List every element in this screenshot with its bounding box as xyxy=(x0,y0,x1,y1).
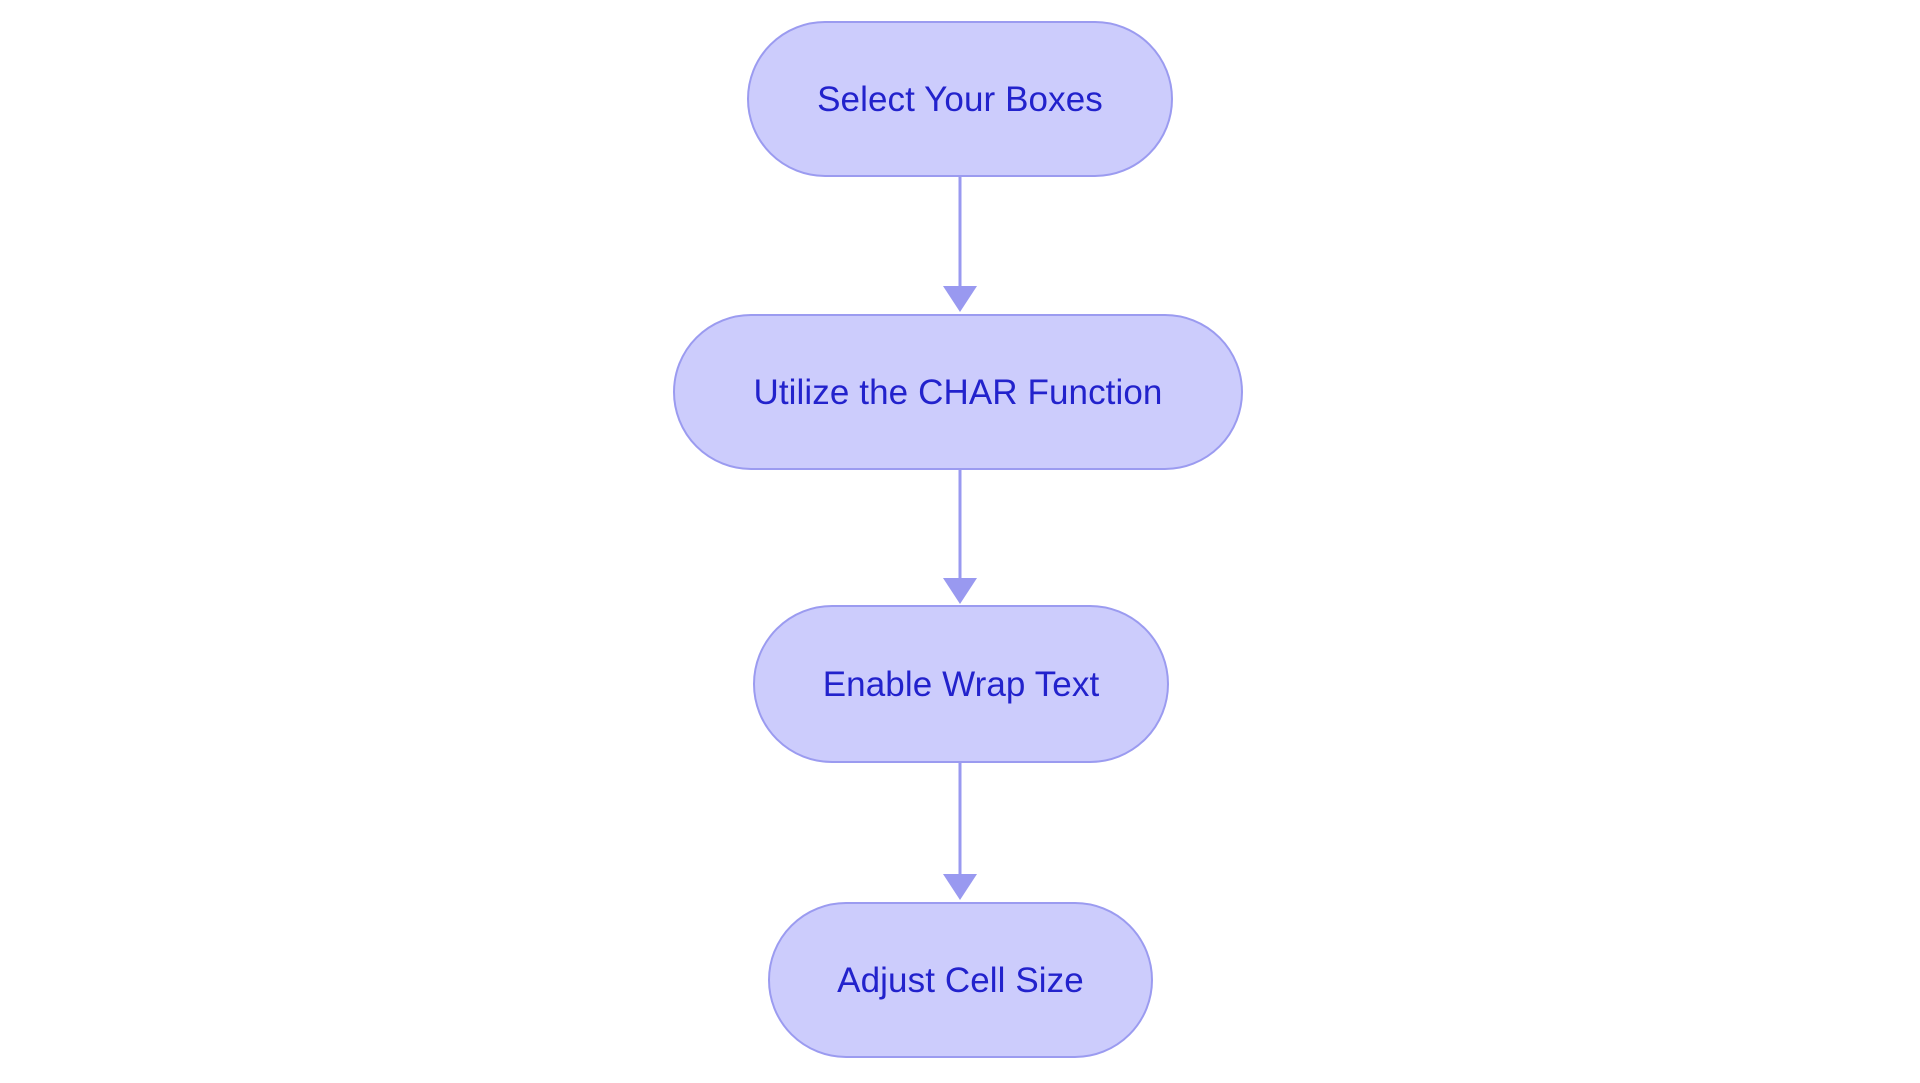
flowchart-node-adjust-cell-size[interactable]: Adjust Cell Size xyxy=(768,902,1153,1058)
flowchart-node-utilize-the-char-function[interactable]: Utilize the CHAR Function xyxy=(673,314,1243,470)
flowchart-node-select-your-boxes[interactable]: Select Your Boxes xyxy=(747,21,1173,177)
node-label: Select Your Boxes xyxy=(817,79,1103,119)
edge-arrowhead-n1-n2 xyxy=(943,286,977,312)
flowchart-node-enable-wrap-text[interactable]: Enable Wrap Text xyxy=(753,605,1169,763)
node-label: Utilize the CHAR Function xyxy=(753,372,1163,412)
edge-n3-n4 xyxy=(943,763,977,900)
node-label: Enable Wrap Text xyxy=(822,664,1100,704)
edge-arrowhead-n3-n4 xyxy=(943,874,977,900)
edge-n2-n3 xyxy=(943,470,977,604)
edge-n1-n2 xyxy=(943,177,977,312)
node-label: Adjust Cell Size xyxy=(837,960,1084,1000)
edge-arrowhead-n2-n3 xyxy=(943,578,977,604)
